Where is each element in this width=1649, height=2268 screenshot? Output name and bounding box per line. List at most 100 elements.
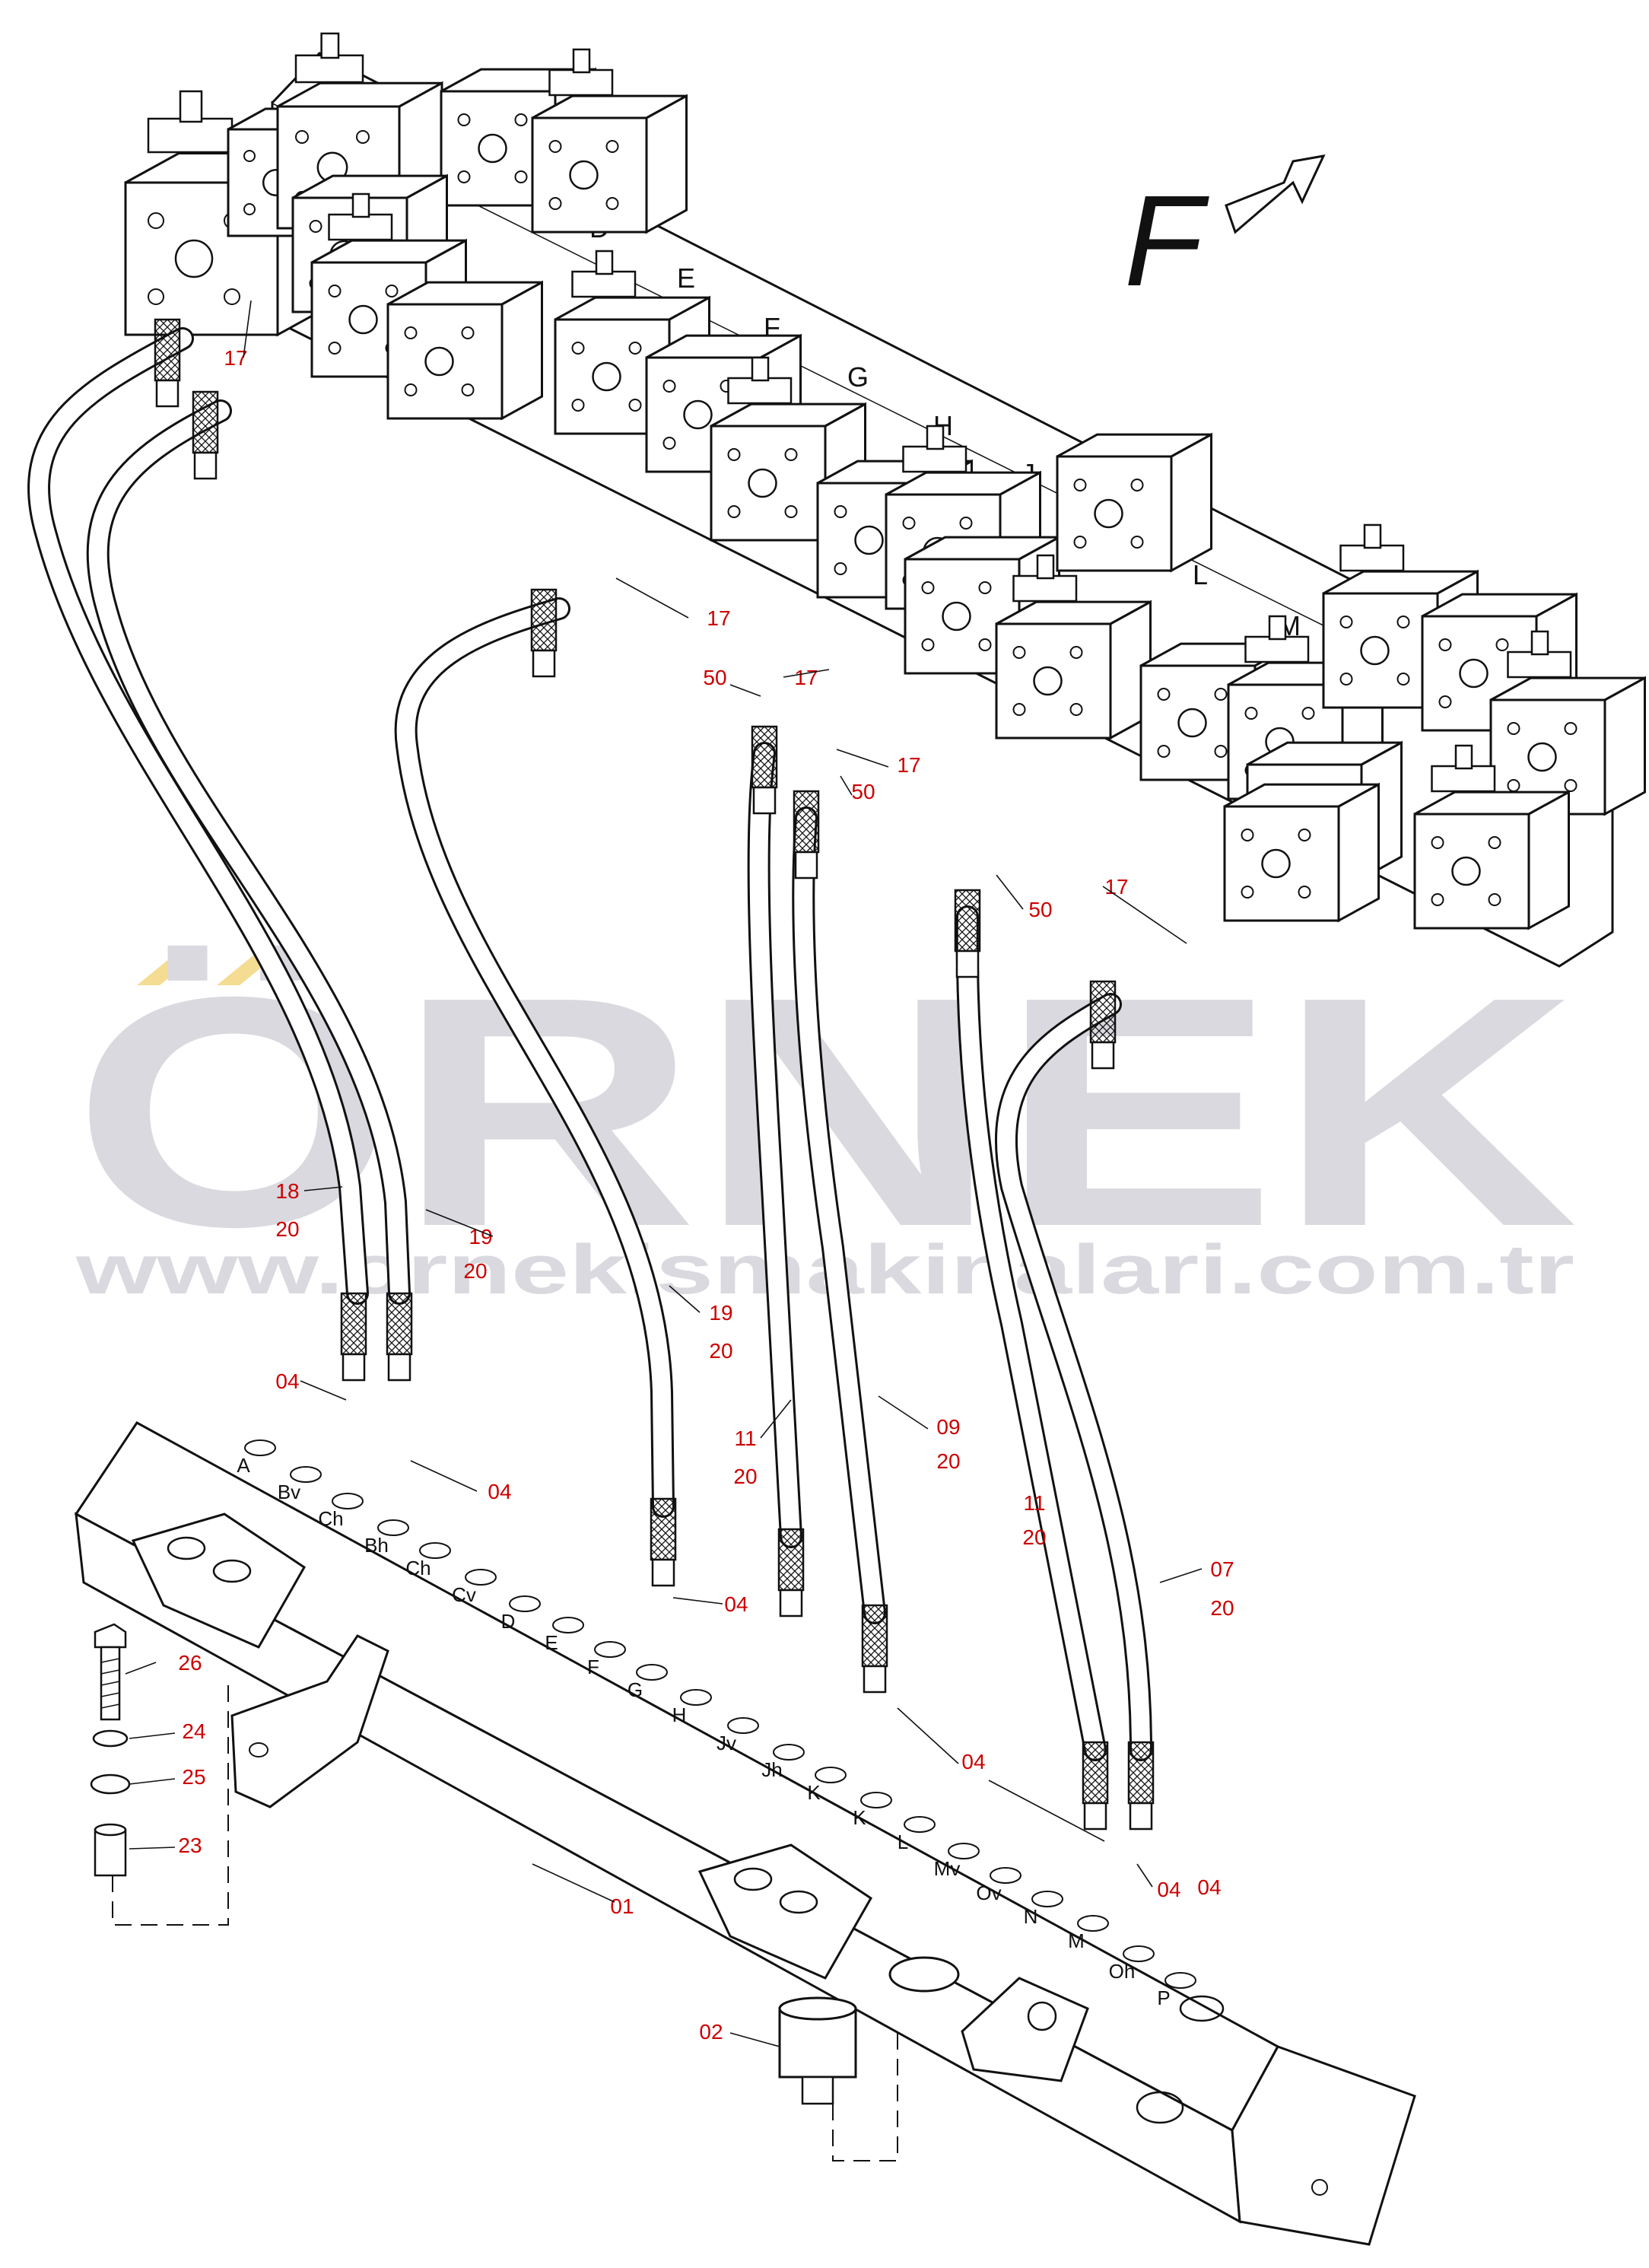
callout-17: 17 bbox=[1104, 875, 1128, 899]
manifold-port-letter: Bh bbox=[364, 1534, 389, 1557]
manifold-port bbox=[904, 1816, 936, 1833]
manifold-port bbox=[332, 1493, 364, 1509]
callout-04: 04 bbox=[724, 1592, 748, 1616]
valve-block bbox=[531, 48, 688, 234]
hose-fitting bbox=[386, 1292, 413, 1382]
hydraulic-hose bbox=[954, 889, 1109, 1831]
callout-17: 17 bbox=[707, 606, 730, 630]
valve-block bbox=[1413, 744, 1570, 930]
callout-11: 11 bbox=[1023, 1491, 1045, 1515]
hose-fitting bbox=[530, 588, 558, 678]
callout-18: 18 bbox=[275, 1179, 299, 1203]
manifold-port bbox=[244, 1439, 276, 1456]
leader-line bbox=[1136, 1863, 1153, 1888]
valve-block bbox=[1223, 782, 1380, 923]
leader-line bbox=[125, 1662, 157, 1675]
hose-fitting bbox=[192, 390, 219, 480]
hydraulic-hose bbox=[747, 725, 805, 1618]
manifold-port bbox=[594, 1641, 626, 1658]
valve-letter-4: E bbox=[677, 262, 695, 294]
manifold-port-letter: E bbox=[545, 1631, 558, 1654]
manifold-port bbox=[377, 1519, 409, 1536]
callout-24: 24 bbox=[182, 1719, 205, 1743]
callout-17: 17 bbox=[897, 753, 920, 777]
manifold-port-letter: G bbox=[628, 1678, 643, 1701]
leader-line bbox=[669, 1285, 701, 1313]
hydraulic-hose bbox=[86, 390, 413, 1382]
manifold-port bbox=[727, 1717, 759, 1734]
callout-17: 17 bbox=[794, 666, 818, 689]
parts bbox=[90, 1623, 898, 2161]
callout-50: 50 bbox=[851, 780, 875, 803]
manifold-port-letter: A bbox=[237, 1454, 250, 1477]
callout-20: 20 bbox=[1022, 1525, 1046, 1549]
callout-50: 50 bbox=[1028, 898, 1052, 921]
spring-washer bbox=[92, 1729, 129, 1748]
manifold-port-letter: Ch bbox=[318, 1507, 343, 1530]
manifold-port bbox=[680, 1689, 712, 1706]
leader-line bbox=[988, 1780, 1105, 1842]
leader-line bbox=[760, 1399, 792, 1439]
leader-line bbox=[996, 874, 1024, 910]
bracket bbox=[230, 1634, 389, 1808]
plug bbox=[778, 1996, 857, 2105]
manifold-port-letter: Jh bbox=[761, 1758, 782, 1781]
manifold-port-letter: P bbox=[1157, 1986, 1170, 2009]
callout-25: 25 bbox=[182, 1765, 205, 1789]
manifold-port-letter: F bbox=[587, 1656, 599, 1678]
callout-07: 07 bbox=[1210, 1557, 1234, 1581]
leader-line bbox=[300, 1380, 347, 1401]
manifold-port-letter: D bbox=[501, 1610, 516, 1633]
leader-line bbox=[878, 1395, 929, 1430]
hydraulic-hose bbox=[394, 588, 677, 1587]
callout-19: 19 bbox=[709, 1301, 732, 1325]
hose-fitting bbox=[751, 725, 778, 815]
leader-line bbox=[840, 775, 853, 796]
valve-letter-6: G bbox=[847, 361, 869, 393]
callout-11: 11 bbox=[734, 1427, 756, 1450]
leader-line bbox=[129, 1778, 176, 1785]
callout-23: 23 bbox=[178, 1834, 202, 1857]
manifold-port bbox=[552, 1617, 584, 1633]
callout-26: 26 bbox=[178, 1651, 202, 1675]
manifold-port bbox=[1031, 1891, 1063, 1907]
manifold-port bbox=[1077, 1915, 1109, 1932]
valve-block bbox=[1489, 630, 1646, 816]
bolt bbox=[94, 1623, 127, 1721]
manifold-port-letter: N bbox=[1024, 1905, 1038, 1928]
callout-04: 04 bbox=[1197, 1875, 1221, 1899]
view-letter: F bbox=[1124, 169, 1209, 313]
manifold-port-letter: H bbox=[672, 1703, 687, 1726]
end-block bbox=[1136, 1995, 1328, 2196]
square-block bbox=[961, 1977, 1089, 2082]
callout-01: 01 bbox=[610, 1894, 634, 1918]
manifold-port bbox=[465, 1569, 497, 1586]
leader-line bbox=[1102, 886, 1187, 944]
manifold-port bbox=[419, 1542, 451, 1559]
callout-04: 04 bbox=[488, 1480, 511, 1503]
valve-letter-10: L bbox=[1193, 559, 1208, 590]
hose-fitting bbox=[861, 1604, 888, 1694]
hose-fitting bbox=[793, 790, 820, 880]
callout-20: 20 bbox=[463, 1259, 487, 1283]
spacer bbox=[94, 1823, 127, 1877]
manifold-port-letter: K bbox=[807, 1781, 821, 1804]
callout-20: 20 bbox=[936, 1449, 960, 1473]
leader-line bbox=[836, 749, 889, 768]
hose-fitting bbox=[650, 1497, 677, 1587]
direction-arrow-icon bbox=[1225, 154, 1326, 234]
callout-04: 04 bbox=[1157, 1878, 1180, 1901]
manifold-port bbox=[636, 1664, 668, 1681]
callout-17: 17 bbox=[224, 346, 247, 370]
hydraulic-hose bbox=[27, 318, 369, 1382]
manifold-port-letter: K bbox=[853, 1806, 866, 1829]
manifold-port-letter: M bbox=[1068, 1929, 1085, 1952]
flat-washer bbox=[90, 1773, 131, 1795]
manifold-port-letter: Oh bbox=[1109, 1960, 1136, 1983]
manifold-port-letter: Bv bbox=[278, 1481, 300, 1503]
leader-line bbox=[129, 1732, 176, 1739]
valve-block bbox=[386, 280, 543, 421]
